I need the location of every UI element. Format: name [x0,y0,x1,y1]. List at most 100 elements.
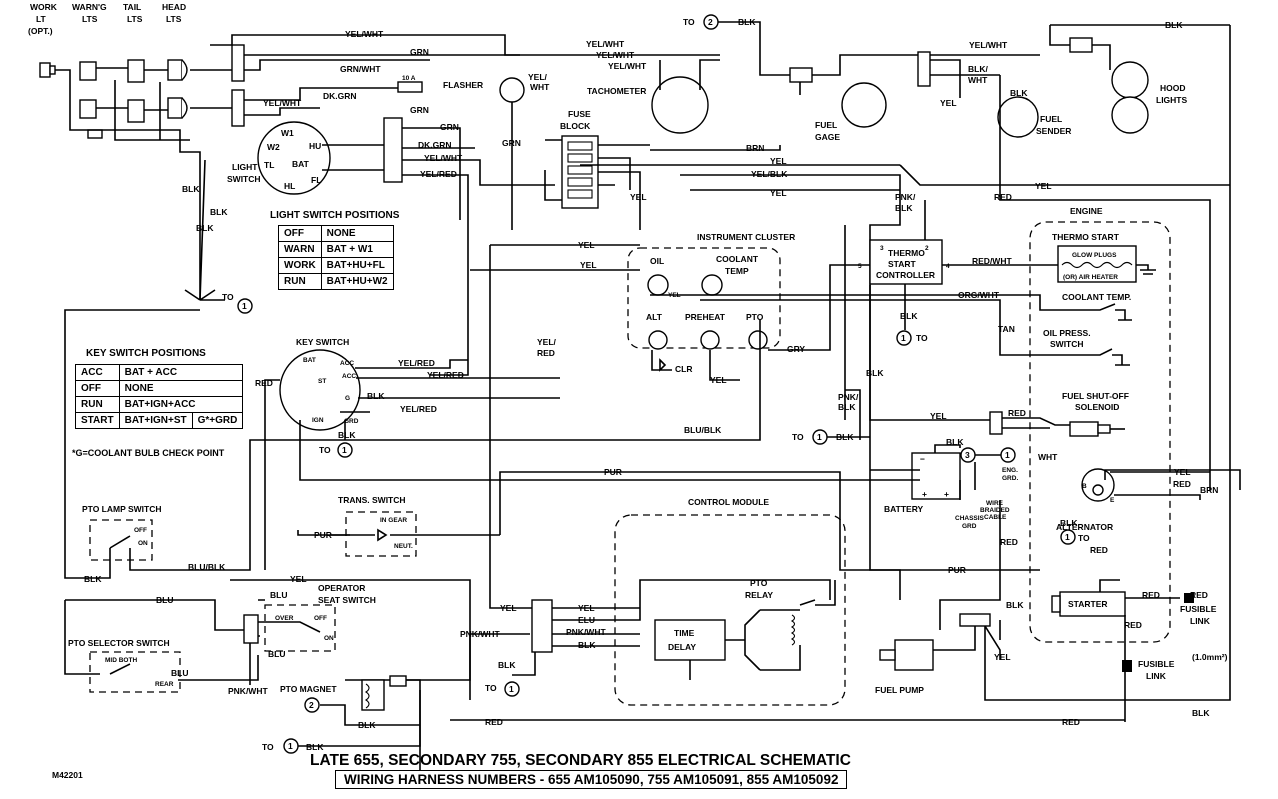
svg-text:SWITCH: SWITCH [1050,339,1084,349]
svg-text:GRN: GRN [410,47,429,57]
svg-text:10 A: 10 A [402,75,416,82]
svg-text:OVER: OVER [275,615,294,622]
svg-text:1: 1 [242,301,247,311]
svg-text:RED: RED [1124,620,1142,630]
seat-switch: OPERATOR SEAT SWITCH OVER OFF ON YEL BLU… [65,574,530,700]
svg-text:SWITCH: SWITCH [227,174,261,184]
svg-text:WHT: WHT [968,75,988,85]
svg-text:FUSIBLE: FUSIBLE [1138,659,1175,669]
svg-text:GRD: GRD [962,523,977,530]
svg-text:ENG.: ENG. [1002,467,1018,474]
svg-text:TIME: TIME [674,628,695,638]
svg-text:RED: RED [485,717,503,727]
svg-text:YEL: YEL [578,240,595,250]
label-work-lt: WORK [30,2,58,12]
svg-text:RED: RED [994,192,1012,202]
key-switch-footnote: *G=COOLANT BULB CHECK POINT [72,448,225,458]
light-switch-positions-heading: LIGHT SWITCH POSITIONS [270,210,400,221]
head-light-1 [167,59,183,81]
svg-text:PNK/WHT: PNK/WHT [228,686,268,696]
svg-text:DELAY: DELAY [668,642,696,652]
svg-text:BLK: BLK [1165,20,1183,30]
svg-text:GLOW PLUGS: GLOW PLUGS [1072,252,1117,259]
svg-text:STARTER: STARTER [1068,599,1108,609]
svg-text:BRN: BRN [746,143,764,153]
svg-text:BLK: BLK [1060,518,1078,528]
svg-text:BLK: BLK [1010,88,1028,98]
svg-text:BATTERY: BATTERY [884,504,924,514]
svg-text:W1: W1 [281,128,294,138]
svg-text:(OR) AIR HEATER: (OR) AIR HEATER [1063,274,1118,281]
svg-text:2: 2 [708,17,713,27]
svg-text:YEL/RED: YEL/RED [400,404,437,414]
svg-text:TO: TO [262,742,274,752]
svg-text:GAGE: GAGE [815,132,840,142]
svg-text:FUEL SHUT-OFF: FUEL SHUT-OFF [1062,391,1129,401]
svg-text:MID BOTH: MID BOTH [105,657,137,664]
svg-text:YEL: YEL [630,192,647,202]
svg-text:FUEL PUMP: FUEL PUMP [875,685,924,695]
svg-text:1: 1 [509,684,514,694]
fuel-sender [997,96,1039,138]
svg-text:ST: ST [318,378,326,385]
svg-text:1: 1 [901,333,906,343]
svg-text:YEL/BLK: YEL/BLK [751,169,788,179]
svg-text:BLK: BLK [946,437,964,447]
svg-text:PTO LAMP SWITCH: PTO LAMP SWITCH [82,504,162,514]
label-tail-lts: TAIL [123,2,141,12]
svg-text:YEL: YEL [994,652,1011,662]
svg-text:−: − [920,454,925,464]
svg-text:PNK/WHT: PNK/WHT [566,627,606,637]
svg-text:DK.GRN: DK.GRN [323,91,357,101]
svg-text:YEL/RED: YEL/RED [420,169,457,179]
svg-text:BLK: BLK [578,640,596,650]
svg-text:1: 1 [817,432,822,442]
svg-text:TO: TO [222,292,234,302]
svg-text:1: 1 [1065,532,1070,542]
svg-text:PTO MAGNET: PTO MAGNET [280,684,337,694]
svg-text:YEL: YEL [930,411,947,421]
right-wires: PNK/ BLK BLK TO 1 BLK RED [792,225,1208,600]
label-warn-lts: WARN'G [72,2,107,12]
svg-text:YEL/WHT: YEL/WHT [263,98,302,108]
svg-text:BLK: BLK [84,574,102,584]
svg-text:BLOCK: BLOCK [560,121,591,131]
svg-text:YEL: YEL [290,574,307,584]
svg-text:BAT: BAT [303,357,316,364]
flasher-tach: FLASHER TACHOMETER FUSE BLOCK YEL [443,59,720,230]
svg-text:PUR: PUR [604,467,622,477]
tail-light-2 [127,99,145,123]
svg-text:SOLENOID: SOLENOID [1075,402,1119,412]
svg-text:FL: FL [311,175,321,185]
fuse-block [561,135,599,209]
svg-text:YEL: YEL [578,603,595,613]
svg-text:DK.GRN: DK.GRN [418,140,452,150]
svg-text:SENDER: SENDER [1036,126,1071,136]
svg-text:OIL PRESS.: OIL PRESS. [1043,328,1091,338]
svg-text:LT: LT [36,14,47,24]
svg-text:BLK: BLK [895,203,913,213]
svg-text:WHT: WHT [1038,452,1058,462]
svg-text:YEL/WHT: YEL/WHT [969,40,1008,50]
svg-text:YEL: YEL [1035,181,1052,191]
head-light-2 [167,97,183,119]
svg-text:THERMO START: THERMO START [1052,232,1120,242]
svg-text:INSTRUMENT CLUSTER: INSTRUMENT CLUSTER [697,232,795,242]
warning-light-1 [79,61,97,81]
svg-text:OFF: OFF [314,615,327,622]
svg-text:YEL/RED: YEL/RED [427,370,464,380]
svg-text:GRY: GRY [787,344,805,354]
svg-text:YEL/RED: YEL/RED [398,358,435,368]
svg-text:3: 3 [965,450,970,460]
svg-text:RED: RED [1173,479,1191,489]
svg-text:PNK/: PNK/ [895,192,916,202]
fuel-pump: FUEL PUMP YEL BLK BLK [875,500,1210,718]
svg-text:RED: RED [1062,717,1080,727]
top-right-group: TO 2 BLK FUEL GAGE BLK/ WHT YEL YEL/WHT … [683,14,1231,701]
svg-text:RED/WHT: RED/WHT [972,256,1012,266]
svg-text:GRD: GRD [344,418,359,425]
svg-text:2: 2 [925,245,929,252]
